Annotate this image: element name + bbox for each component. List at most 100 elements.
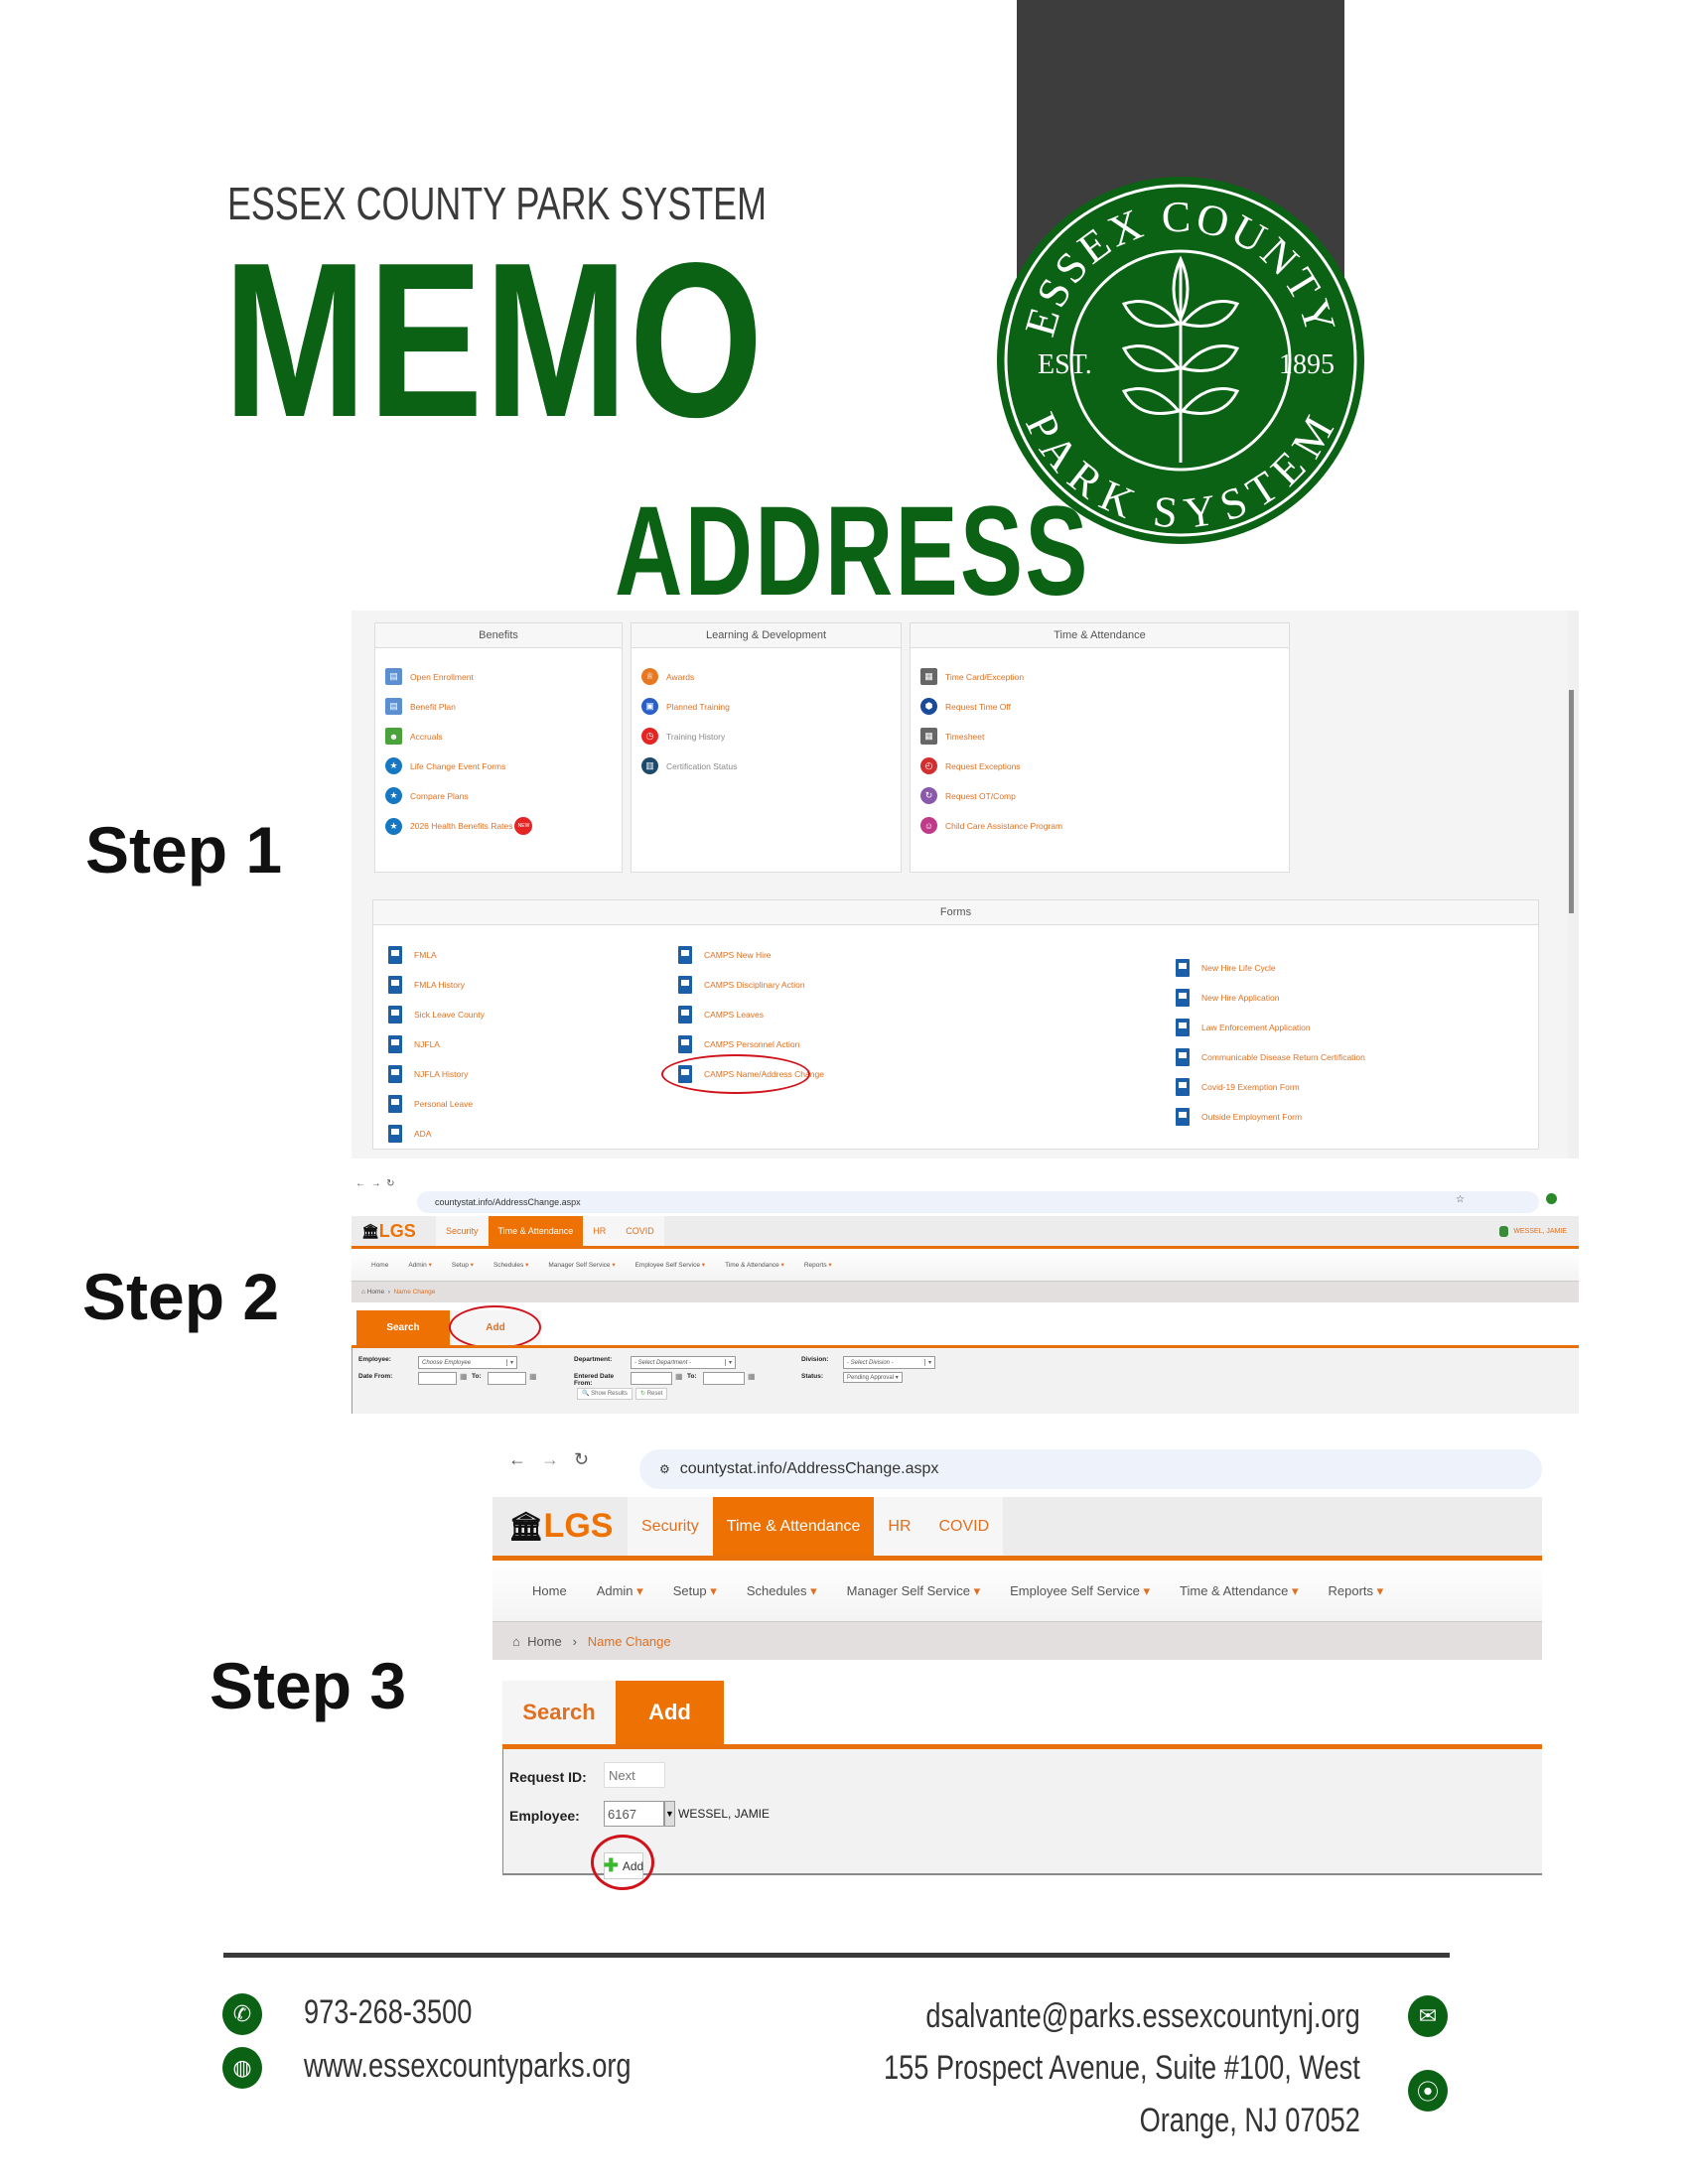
panel-link[interactable]: ★Life Change Event Forms xyxy=(385,757,505,774)
tab-hr[interactable]: HR xyxy=(583,1216,617,1246)
tab-time-attendance[interactable]: Time & Attendance xyxy=(712,1497,875,1556)
calendar-icon[interactable]: ▦ xyxy=(748,1372,756,1381)
tab-add[interactable]: Add xyxy=(616,1681,724,1744)
home-icon: ⌂ xyxy=(361,1289,367,1296)
form-link[interactable]: CAMPS Personnel Action xyxy=(678,1035,799,1053)
menu-setup[interactable]: Setup ▾ xyxy=(673,1583,717,1599)
menu-reports[interactable]: Reports ▾ xyxy=(804,1261,832,1269)
panel-link[interactable]: ▤Open Enrollment xyxy=(385,668,474,685)
menu-home[interactable]: Home xyxy=(532,1583,567,1598)
panel-link[interactable]: ◷Training History xyxy=(641,728,725,745)
menu-time-attendance[interactable]: Time & Attendance ▾ xyxy=(1180,1583,1299,1599)
form-link[interactable]: Personal Leave xyxy=(388,1095,473,1113)
reload-icon[interactable]: ↻ xyxy=(386,1178,395,1189)
employee-select[interactable]: Choose Employee▾ xyxy=(418,1356,517,1369)
form-link[interactable]: CAMPS Disciplinary Action xyxy=(678,976,805,994)
tab-search[interactable]: Search xyxy=(356,1310,450,1345)
tab-security[interactable]: Security xyxy=(436,1216,489,1246)
menu-employee-self-service[interactable]: Employee Self Service ▾ xyxy=(635,1261,705,1269)
menu-schedules[interactable]: Schedules ▾ xyxy=(493,1261,528,1269)
panel-link[interactable]: ▤Benefit Plan xyxy=(385,698,456,715)
form-link[interactable]: FMLA xyxy=(388,946,437,964)
address-bar[interactable]: countystat.info/AddressChange.aspx xyxy=(417,1191,1539,1213)
form-link[interactable]: NJFLA xyxy=(388,1035,440,1053)
calendar-icon[interactable]: ▦ xyxy=(529,1372,537,1381)
menu-time-attendance[interactable]: Time & Attendance ▾ xyxy=(725,1261,784,1269)
scrollbar-thumb[interactable] xyxy=(1569,690,1574,913)
form-link[interactable]: Covid-19 Exemption Form xyxy=(1176,1078,1300,1096)
form-link[interactable]: NJFLA History xyxy=(388,1065,468,1083)
form-link[interactable]: CAMPS New Hire xyxy=(678,946,772,964)
user-menu[interactable]: WESSEL, JAMIE xyxy=(1499,1216,1579,1246)
panel-link[interactable]: ⬢Request Time Off xyxy=(920,698,1011,715)
panel-link[interactable]: ▦Timesheet xyxy=(920,728,984,745)
forward-icon[interactable]: → xyxy=(370,1178,381,1189)
reload-icon[interactable]: ↻ xyxy=(574,1449,590,1469)
back-icon[interactable]: ← xyxy=(355,1178,365,1189)
division-select[interactable]: - Select Division -▾ xyxy=(843,1356,935,1369)
date-from-input[interactable] xyxy=(418,1372,457,1385)
panel-link[interactable]: ★Compare Plans xyxy=(385,787,469,804)
form-link[interactable]: CAMPS Leaves xyxy=(678,1006,764,1024)
link-label: Request OT/Comp xyxy=(945,790,1016,801)
menu-home[interactable]: Home xyxy=(371,1262,388,1269)
menu-manager-self-service[interactable]: Manager Self Service ▾ xyxy=(548,1261,615,1269)
entered-to-input[interactable] xyxy=(703,1372,745,1385)
menu-employee-self-service[interactable]: Employee Self Service ▾ xyxy=(1010,1583,1150,1599)
header-divider xyxy=(492,1556,1542,1561)
department-select[interactable]: - Select Department -▾ xyxy=(631,1356,736,1369)
panel-link[interactable]: ☻Accruals xyxy=(385,728,443,745)
chevron-down-icon[interactable]: ▼ xyxy=(664,1801,675,1827)
panel-link[interactable]: ↻Request OT/Comp xyxy=(920,787,1016,804)
calendar-icon[interactable]: ▦ xyxy=(460,1372,468,1381)
location-pin-icon: ⦿ xyxy=(1408,2070,1448,2112)
form-link[interactable]: Outside Employment Form xyxy=(1176,1108,1302,1126)
panel-link[interactable]: ▣Planned Training xyxy=(641,698,730,715)
tab-time-attendance[interactable]: Time & Attendance xyxy=(488,1216,584,1246)
clipboard-icon: ▤ xyxy=(385,698,402,715)
show-results-button[interactable]: 🔍 Show Results xyxy=(577,1388,633,1400)
forward-icon[interactable]: → xyxy=(541,1449,560,1469)
panel-link[interactable]: ◴Request Exceptions xyxy=(920,757,1021,774)
website[interactable]: www.essexcountyparks.org xyxy=(304,2047,632,2085)
panel-link[interactable]: ▥Certification Status xyxy=(641,757,737,774)
form-link[interactable]: Communicable Disease Return Certificatio… xyxy=(1176,1048,1365,1066)
tab-hr[interactable]: HR xyxy=(874,1497,925,1556)
email[interactable]: dsalvante@parks.essexcountynj.org xyxy=(925,1997,1360,2035)
date-to-input[interactable] xyxy=(488,1372,526,1385)
status-select[interactable]: Pending Approval ▾ xyxy=(843,1372,903,1383)
star-icon: ★ xyxy=(385,757,402,774)
menu-schedules[interactable]: Schedules ▾ xyxy=(747,1583,817,1599)
breadcrumb-home[interactable]: Home xyxy=(366,1289,385,1296)
panel-link[interactable]: ▦Time Card/Exception xyxy=(920,668,1024,685)
employee-select[interactable]: 6167 xyxy=(604,1801,664,1827)
profile-icon[interactable] xyxy=(1546,1193,1557,1204)
tab-search[interactable]: Search xyxy=(502,1681,616,1744)
form-link[interactable]: ADA xyxy=(388,1125,431,1143)
breadcrumb-home[interactable]: Home xyxy=(527,1633,562,1649)
star-icon[interactable]: ☆ xyxy=(1456,1194,1465,1205)
panel-link[interactable]: ♕Awards xyxy=(641,668,694,685)
form-link[interactable]: New Hire Application xyxy=(1176,989,1279,1007)
menu-reports[interactable]: Reports ▾ xyxy=(1329,1583,1384,1599)
calendar-icon[interactable]: ▦ xyxy=(675,1372,683,1381)
address-bar[interactable]: ⚙countystat.info/AddressChange.aspx xyxy=(639,1449,1542,1489)
menu-setup[interactable]: Setup ▾ xyxy=(452,1261,474,1269)
reset-button[interactable]: ↻ Reset xyxy=(635,1388,668,1400)
menu-admin[interactable]: Admin ▾ xyxy=(408,1261,432,1269)
tab-security[interactable]: Security xyxy=(628,1497,713,1556)
tab-covid[interactable]: COVID xyxy=(924,1497,1004,1556)
entered-from-input[interactable] xyxy=(631,1372,672,1385)
back-icon[interactable]: ← xyxy=(508,1449,526,1469)
panel-link[interactable]: ☺Child Care Assistance Program xyxy=(920,817,1062,834)
form-link[interactable]: Law Enforcement Application xyxy=(1176,1019,1311,1036)
menu-admin[interactable]: Admin ▾ xyxy=(597,1583,643,1599)
tab-covid[interactable]: COVID xyxy=(616,1216,664,1246)
request-id-input[interactable] xyxy=(604,1762,665,1788)
form-link[interactable]: New Hire Life Cycle xyxy=(1176,959,1276,977)
form-link[interactable]: Sick Leave County xyxy=(388,1006,485,1024)
id-badge-icon xyxy=(1176,989,1190,1007)
menu-manager-self-service[interactable]: Manager Self Service ▾ xyxy=(847,1583,980,1599)
form-link[interactable]: FMLA History xyxy=(388,976,465,994)
